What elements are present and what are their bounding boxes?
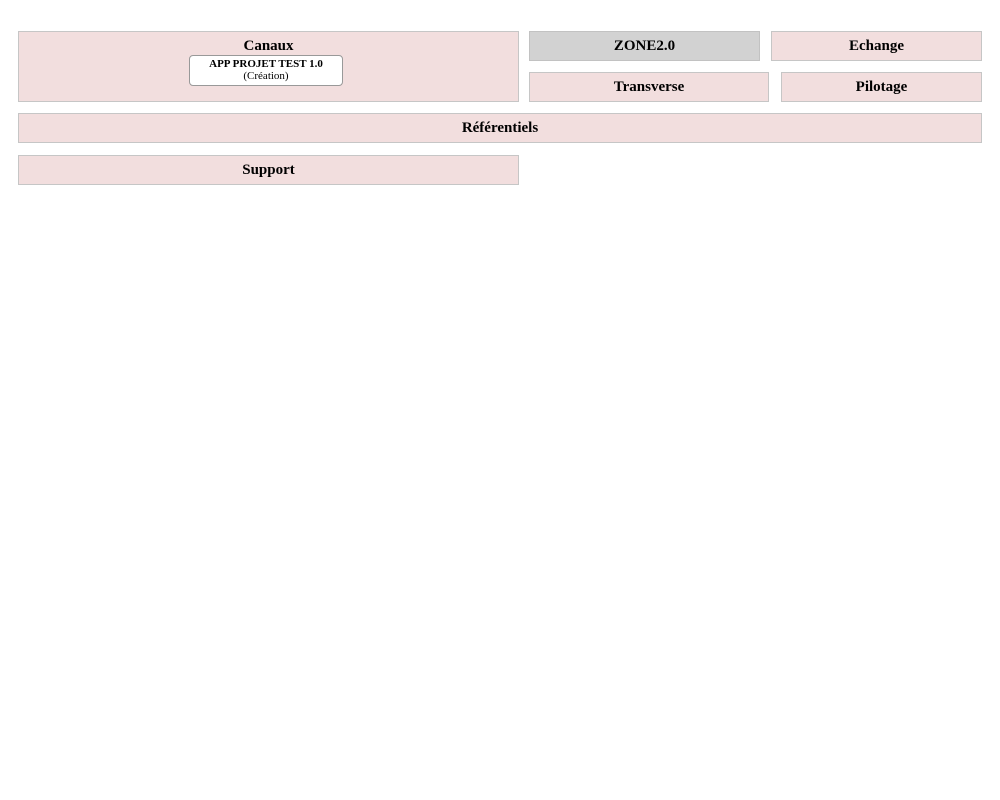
zone-referentiels-label: Référentiels (461, 119, 539, 136)
zone-support[interactable]: Support (18, 155, 519, 185)
zone-pilotage[interactable]: Pilotage (781, 72, 982, 102)
zone-echange-label: Echange (848, 37, 904, 54)
zone-zone2-label: ZONE2.0 (613, 37, 676, 54)
app-node-subtitle: (Création) (243, 70, 289, 82)
zone-support-label: Support (242, 161, 295, 178)
zone-zone2[interactable]: ZONE2.0 (529, 31, 760, 61)
app-node-title: APP PROJET TEST 1.0 (209, 58, 323, 70)
zone-pilotage-label: Pilotage (855, 78, 908, 95)
zone-canaux[interactable]: Canaux APP PROJET TEST 1.0 (Création) (18, 31, 519, 102)
zone-transverse-label: Transverse (613, 78, 685, 95)
app-node-projet-test[interactable]: APP PROJET TEST 1.0 (Création) (189, 55, 343, 86)
zone-referentiels[interactable]: Référentiels (18, 113, 982, 143)
zone-echange[interactable]: Echange (771, 31, 982, 61)
zone-transverse[interactable]: Transverse (529, 72, 769, 102)
zone-canaux-label: Canaux (243, 38, 294, 54)
